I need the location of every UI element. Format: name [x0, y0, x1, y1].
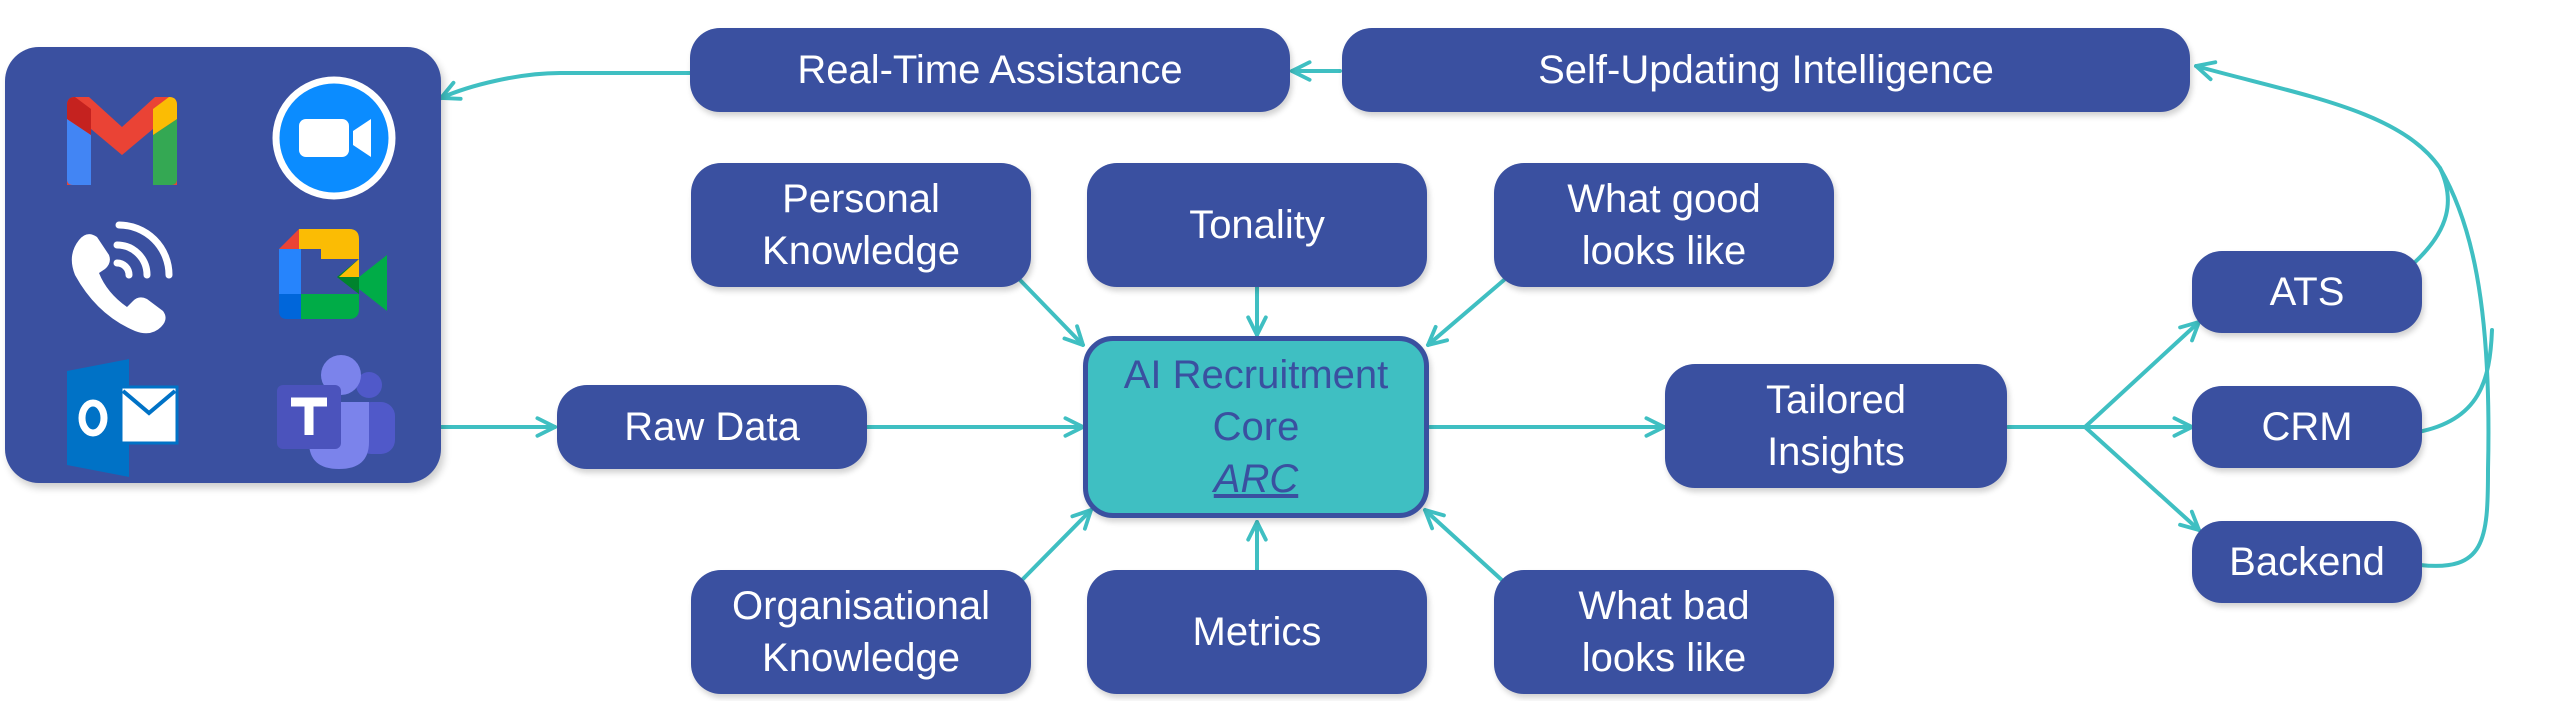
node-label-line1: Personal	[782, 177, 940, 221]
edge-backend-to-self-updating	[2194, 60, 2491, 568]
node-what-good-looks-like[interactable]: What good looks like	[1494, 163, 1834, 287]
node-label: Metrics	[1192, 610, 1322, 654]
core-abbreviation: ARC	[1213, 457, 1299, 501]
node-ai-recruitment-core[interactable]: AI Recruitment Core ARC	[1083, 336, 1429, 518]
edge-real-time-to-apps	[439, 71, 692, 101]
edge-personal-knowledge-to-core	[1018, 278, 1085, 347]
node-label-line2: Knowledge	[762, 636, 960, 680]
node-backend[interactable]: Backend	[2192, 521, 2422, 603]
edge-ats-to-self-updating	[2411, 166, 2450, 266]
node-label-line2: Insights	[1767, 430, 1905, 474]
node-label-line1: What good	[1567, 177, 1761, 221]
node-self-updating-intelligence[interactable]: Self-Updating Intelligence	[1342, 28, 2190, 112]
google-meet-icon	[279, 229, 387, 319]
node-label: Tonality	[1189, 203, 1325, 247]
node-label-line2: looks like	[1581, 636, 1747, 680]
node-raw-data[interactable]: Raw Data	[557, 385, 867, 469]
node-label-line1: Organisational	[732, 584, 990, 628]
edge-what-good-to-core	[1426, 278, 1506, 347]
edge-organisational-knowledge-to-core	[1020, 508, 1093, 582]
edge-tailored-to-ats	[2083, 320, 2201, 429]
core-title-line1: AI Recruitment	[1123, 353, 1389, 397]
edge-what-bad-to-core	[1423, 508, 1506, 584]
node-organisational-knowledge[interactable]: Organisational Knowledge	[691, 570, 1031, 694]
node-what-bad-looks-like[interactable]: What bad looks like	[1494, 570, 1834, 694]
node-metrics[interactable]: Metrics	[1087, 570, 1427, 694]
phone-call-icon	[71, 221, 173, 334]
zoom-icon	[272, 76, 396, 200]
node-ats[interactable]: ATS	[2192, 251, 2422, 333]
communication-apps-panel	[5, 47, 441, 483]
node-label-line2: looks like	[1581, 229, 1747, 273]
node-tonality[interactable]: Tonality	[1087, 163, 1427, 287]
node-label: CRM	[2261, 405, 2353, 449]
node-crm[interactable]: CRM	[2192, 386, 2422, 468]
outlook-icon	[67, 359, 179, 477]
node-real-time-assistance[interactable]: Real-Time Assistance	[690, 28, 1290, 112]
node-label-line1: Tailored	[1765, 378, 1907, 422]
core-title-line2: Core	[1212, 405, 1300, 449]
node-label: ATS	[2269, 270, 2345, 314]
node-label: Raw Data	[624, 405, 800, 449]
edge-crm-to-self-updating	[2416, 328, 2494, 434]
node-tailored-insights[interactable]: Tailored Insights	[1665, 364, 2007, 488]
node-label-line1: What bad	[1578, 584, 1750, 628]
node-personal-knowledge[interactable]: Personal Knowledge	[691, 163, 1031, 287]
node-label-line2: Knowledge	[762, 229, 960, 273]
microsoft-teams-icon	[277, 355, 395, 469]
node-label: Backend	[2229, 540, 2385, 584]
gmail-icon	[67, 97, 177, 185]
node-label: Self-Updating Intelligence	[1538, 48, 1994, 92]
edge-tailored-to-backend	[2083, 425, 2201, 532]
node-label: Real-Time Assistance	[797, 48, 1183, 92]
